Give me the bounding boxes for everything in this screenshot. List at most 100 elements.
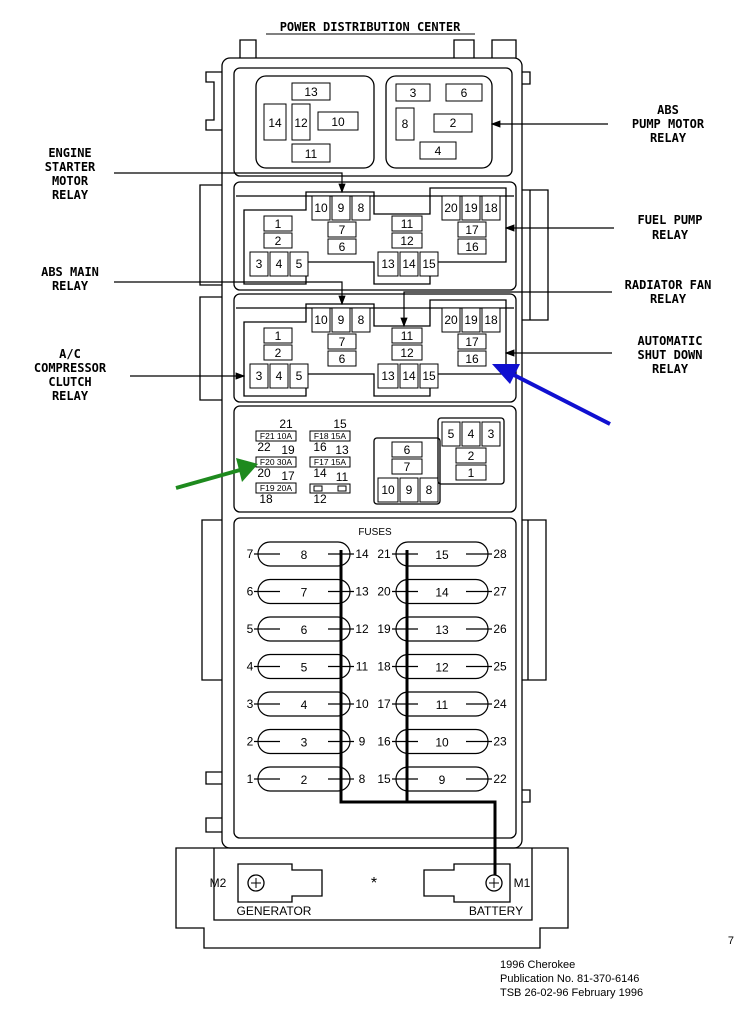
relay-14: 14 bbox=[402, 257, 416, 271]
label-abs-main: ABS MAIN RELAY bbox=[41, 265, 99, 293]
small-relay-4: 4 bbox=[468, 427, 475, 441]
fuse-number-inner-left: 14 bbox=[355, 547, 369, 561]
fuse-number-left: 6 bbox=[301, 623, 308, 637]
fuse-rating-f17: F17 15A bbox=[314, 457, 346, 467]
svg-text:RELAY: RELAY bbox=[650, 131, 687, 145]
relay-3-b: 3 bbox=[256, 369, 263, 383]
relay-9: 9 bbox=[338, 201, 345, 215]
fuse-number-outer-left: 1 bbox=[247, 772, 254, 786]
svg-text:STARTER: STARTER bbox=[45, 160, 96, 174]
relay-13: 13 bbox=[381, 257, 395, 271]
svg-text:RELAY: RELAY bbox=[652, 228, 689, 242]
m1-terminal-icon bbox=[485, 874, 503, 892]
battery-label: BATTERY bbox=[469, 904, 523, 918]
small-relay-5: 5 bbox=[448, 427, 455, 441]
fuse-number-inner-left: 12 bbox=[355, 622, 369, 636]
maxi-fuse-right bbox=[392, 578, 492, 605]
fuse-number-left: 3 bbox=[301, 736, 308, 750]
relay-14-b: 14 bbox=[402, 369, 416, 383]
relay-5-b: 5 bbox=[296, 369, 303, 383]
maxi-fuse-right bbox=[392, 653, 492, 680]
bus-wire bbox=[339, 550, 497, 880]
relay-12-b: 12 bbox=[400, 346, 414, 360]
slot-10: 10 bbox=[331, 115, 345, 129]
svg-text:RELAY: RELAY bbox=[650, 292, 687, 306]
svg-text:RADIATOR FAN: RADIATOR FAN bbox=[625, 278, 712, 292]
relay-17-b: 17 bbox=[465, 335, 479, 349]
fuse-number-right: 10 bbox=[435, 736, 449, 750]
fuse-rating-f20: F20 30A bbox=[260, 457, 292, 467]
small-relay-7: 7 bbox=[404, 460, 411, 474]
small-relay-9: 9 bbox=[406, 483, 413, 497]
maxi-fuse-left bbox=[254, 653, 354, 680]
relay-15-b: 15 bbox=[422, 369, 436, 383]
svg-text:RELAY: RELAY bbox=[52, 188, 89, 202]
relay-10-b: 10 bbox=[314, 313, 328, 327]
relay-20: 20 bbox=[444, 201, 458, 215]
minifuse-13: 13 bbox=[335, 443, 349, 457]
label-asd: AUTOMATIC SHUT DOWN RELAY bbox=[637, 334, 702, 376]
fuse-rating-f21: F21 10A bbox=[260, 431, 292, 441]
relay-8-b: 8 bbox=[358, 313, 365, 327]
maxi-fuse-left bbox=[254, 766, 354, 792]
minifuse-14: 14 bbox=[313, 466, 327, 480]
page-title: POWER DISTRIBUTION CENTER bbox=[280, 20, 461, 34]
relay-3: 3 bbox=[256, 257, 263, 271]
fuse-number-outer-right: 26 bbox=[493, 622, 507, 636]
fuse-number-inner-right: 18 bbox=[377, 660, 391, 674]
relay-11-b: 11 bbox=[401, 329, 414, 343]
relay-12: 12 bbox=[400, 234, 414, 248]
fuse-number-left: 4 bbox=[301, 698, 308, 712]
relay-6: 6 bbox=[339, 240, 346, 254]
footer-publication: Publication No. 81-370-6146 bbox=[500, 973, 639, 985]
slot-12: 12 bbox=[294, 116, 308, 130]
star-mark: * bbox=[371, 875, 377, 892]
fuse-number-inner-left: 11 bbox=[356, 660, 369, 674]
fuse-number-outer-right: 23 bbox=[493, 735, 507, 749]
maxi-fuse-left bbox=[254, 541, 354, 567]
svg-text:FUEL PUMP: FUEL PUMP bbox=[637, 213, 702, 227]
svg-text:CLUTCH: CLUTCH bbox=[48, 375, 91, 389]
small-relay-6: 6 bbox=[404, 443, 411, 457]
relay-19: 19 bbox=[464, 201, 478, 215]
relay-7-b: 7 bbox=[339, 335, 346, 349]
label-radiator-fan: RADIATOR FAN RELAY bbox=[625, 278, 712, 306]
m2-label: M2 bbox=[210, 876, 227, 890]
svg-text:AUTOMATIC: AUTOMATIC bbox=[637, 334, 702, 348]
svg-text:RELAY: RELAY bbox=[652, 362, 689, 376]
fuse-number-outer-left: 5 bbox=[247, 622, 254, 636]
fuse-number-right: 14 bbox=[435, 586, 449, 600]
relay-row-2: 1 2 3 4 5 10 9 8 7 6 11 12 13 14 15 20 1… bbox=[233, 293, 517, 403]
svg-text:RELAY: RELAY bbox=[52, 279, 89, 293]
generator-label: GENERATOR bbox=[237, 904, 312, 918]
fuse-number-outer-right: 22 bbox=[493, 772, 507, 786]
svg-text:A/C: A/C bbox=[59, 347, 81, 361]
maxi-fuse-left bbox=[254, 616, 354, 642]
page-number: 7 bbox=[728, 935, 734, 947]
small-relay-1: 1 bbox=[468, 466, 475, 480]
relay-10: 10 bbox=[314, 201, 328, 215]
minifuse-11: 11 bbox=[336, 470, 349, 484]
minifuse-22: 22 bbox=[257, 440, 271, 454]
small-relay-2: 2 bbox=[468, 449, 475, 463]
relay-9-b: 9 bbox=[338, 313, 345, 327]
slot-4: 4 bbox=[435, 144, 442, 158]
fuse-number-inner-right: 19 bbox=[377, 622, 391, 636]
minifuse-19: 19 bbox=[281, 443, 295, 457]
fuse-number-outer-left: 7 bbox=[247, 547, 254, 561]
fuse-number-right: 15 bbox=[435, 548, 449, 562]
fuse-number-inner-left: 9 bbox=[359, 735, 366, 749]
fuse-number-inner-left: 10 bbox=[355, 697, 369, 711]
fuse-number-outer-right: 25 bbox=[493, 660, 507, 674]
relay-2-b: 2 bbox=[275, 346, 282, 360]
fuse-number-outer-left: 2 bbox=[247, 735, 254, 749]
relay-18: 18 bbox=[484, 201, 498, 215]
minifuse-21: 21 bbox=[279, 417, 293, 431]
